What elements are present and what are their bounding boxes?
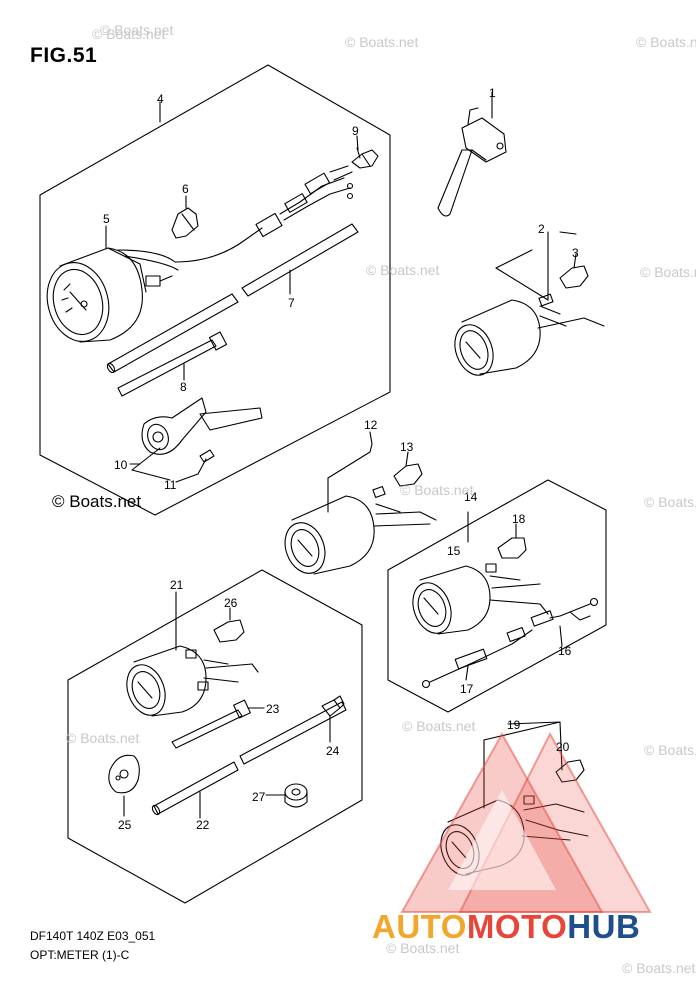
watermark-text: © Boats.net [402,718,476,734]
kit-box-14 [387,479,607,713]
callout-18: 18 [512,512,526,526]
callout-21: 21 [170,578,184,592]
watermark-text: © Boats.net [92,26,166,42]
callout-23: 23 [266,702,280,716]
cable-tie-8 [117,331,228,397]
bulb-6 [171,207,199,239]
callout-7: 7 [288,296,295,310]
figure-code: DF140T 140Z E03_051 [30,929,156,943]
callout-17: 17 [460,682,474,696]
watermark-text: © Boats.net [644,742,696,758]
clamp-25 [108,754,140,794]
callout-20: 20 [556,740,570,754]
harness-17 [421,626,533,689]
figure-subtitle: OPT:METER (1)-C [30,948,130,962]
watermark-text: © Boats.net [386,940,460,956]
harness-4 [174,227,263,263]
callout-25: 25 [118,818,132,832]
callout-19: 19 [507,718,521,732]
callout-26: 26 [224,596,238,610]
callout-9: 9 [352,124,359,138]
gauge-21 [126,645,259,717]
callout-11: 11 [164,478,177,492]
grommet-27 [284,783,308,808]
watermark-text: © Boats.net [66,730,140,746]
brand-logo: AUTOMOTOHUB [372,908,640,946]
brand-moto: MOTO [466,908,568,945]
callout-14: 14 [464,490,478,504]
kit-box-4 [39,64,391,516]
gauge-5 [46,247,179,343]
bulb-9 [351,147,379,169]
bulb-3 [559,265,589,289]
kit-box-21 [67,569,363,904]
callout-8: 8 [180,380,187,394]
fitting-24 [321,695,345,717]
callout-6: 6 [182,182,189,196]
gauge-12 [284,443,437,575]
bulb-20 [555,759,585,783]
callout-27: 27 [252,790,266,804]
bracket-10 [141,397,263,455]
watermark-text: © Boats.net [640,264,696,280]
watermark-text: © Boats.net [100,22,174,38]
gauge-15 [412,563,549,635]
sender-1 [437,107,507,217]
watermark-text: © Boats.net [345,34,419,50]
cable-tie-23 [171,699,251,749]
callout-3: 3 [572,246,579,260]
figure-title: FIG.51 [30,44,98,67]
callout-12: 12 [364,418,378,432]
screw-11 [197,449,215,475]
gauge-2 [454,231,605,376]
callout-2: 2 [538,222,545,236]
callout-16: 16 [558,644,572,658]
callout-5: 5 [103,212,110,226]
callout-13: 13 [400,440,414,454]
watermark-text: © Boats.net [400,482,474,498]
bulb-26 [213,619,245,643]
watermark-text: © Boats.net [644,494,696,510]
watermark-text: © Boats.net [52,492,142,511]
harness-16 [530,597,599,627]
tube-7 [106,223,359,374]
brand-auto: AUTO [372,908,467,945]
watermark-text: © Boats.net [366,262,440,278]
brand-hub: HUB [567,908,641,945]
callout-15: 15 [447,544,461,558]
tube-22 [151,701,347,816]
callout-10: 10 [114,458,128,472]
bulb-18 [497,537,527,559]
watermark-text: © Boats.net [636,34,696,50]
callout-24: 24 [326,744,340,758]
callout-1: 1 [489,86,496,100]
callout-4: 4 [157,92,164,106]
watermark-text: © Boats.net [622,960,696,976]
callout-22: 22 [196,818,210,832]
